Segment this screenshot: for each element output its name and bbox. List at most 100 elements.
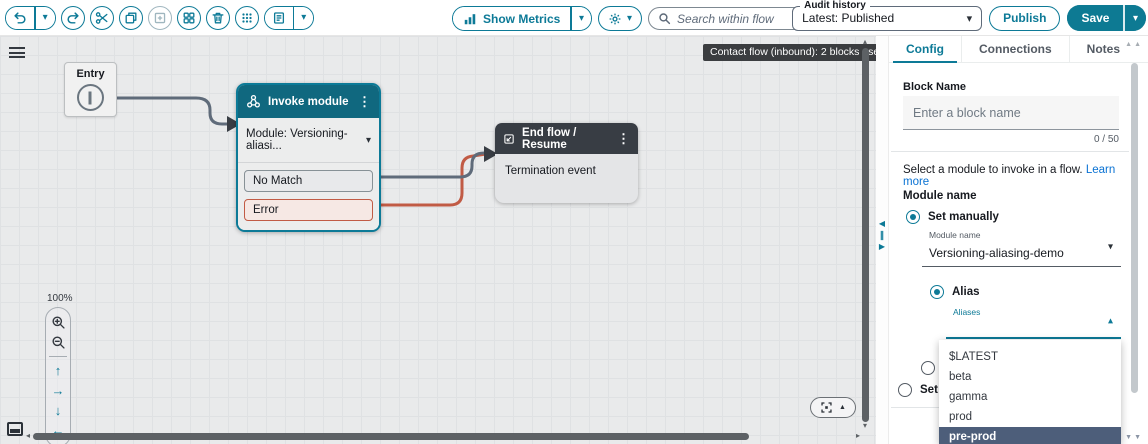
scroll-up-icon[interactable]: ▴ (862, 37, 867, 46)
module-name-select[interactable]: Module name Versioning-aliasing-demo ▾ (922, 226, 1121, 267)
save-dropdown-button[interactable]: ▾ (1124, 5, 1146, 31)
alias-option-beta[interactable]: beta (949, 371, 972, 383)
publish-button[interactable]: Publish (989, 5, 1061, 31)
invoke-module-block[interactable]: Invoke module ⋮ Module: Versioning-alias… (236, 83, 381, 232)
alias-option-gamma[interactable]: gamma (949, 391, 988, 403)
audit-history-select[interactable]: Audit history Latest: Published ▾ (792, 0, 983, 31)
caret-down-icon: ▾ (966, 12, 973, 25)
paste-button[interactable] (147, 6, 172, 30)
drag-handle-button[interactable] (234, 6, 259, 30)
undo-dropdown-button[interactable]: ▾ (35, 7, 55, 29)
alias-option-pre-prod[interactable]: pre-prod (939, 427, 1121, 444)
module-select-label: Module name (929, 230, 981, 240)
description-text: Select a module to invoke in a flow. (903, 164, 1083, 176)
horizontal-scrollbar[interactable]: ◂ ▸ (26, 431, 860, 441)
collapse-right-icon[interactable]: ▶ (878, 242, 886, 251)
undo-button[interactable] (6, 7, 34, 29)
zoom-out-button[interactable] (48, 333, 68, 352)
cut-button[interactable] (89, 6, 114, 30)
invoke-module-title: Invoke module (268, 95, 349, 108)
canvas-nav-toolbar: ↑ → ↓ ← (45, 307, 71, 444)
panel-scrollbar-thumb[interactable] (1131, 63, 1138, 393)
collapse-left-icon[interactable]: ◀ (878, 219, 886, 228)
zoom-level-label: 100% (47, 293, 73, 304)
delete-button[interactable] (205, 6, 230, 30)
horizontal-scrollbar-thumb[interactable] (33, 432, 750, 440)
kebab-menu-icon[interactable]: ⋮ (358, 93, 371, 109)
radio-checked-icon[interactable] (906, 210, 920, 224)
save-button[interactable]: Save (1067, 5, 1124, 31)
copy-button[interactable] (118, 6, 143, 30)
radio-checked-icon[interactable] (930, 285, 944, 299)
minimap-toggle-button[interactable]: ▲ (810, 397, 856, 418)
kebab-menu-icon[interactable]: ⋮ (617, 130, 630, 146)
caret-down-icon: ▾ (1107, 241, 1113, 253)
flow-canvas[interactable]: Entry Invoke module ⋮ Module: Versioning… (0, 36, 893, 444)
module-description: Select a module to invoke in a flow. Lea… (903, 164, 1133, 188)
panel-scroll-up-icon[interactable]: ▲▲ (1125, 41, 1143, 48)
scroll-down-icon[interactable]: ▾ (862, 421, 867, 430)
notes-button[interactable] (264, 7, 293, 29)
canvas-menu-button[interactable] (9, 47, 25, 61)
paste-icon (154, 12, 165, 24)
notes-button-group: ▾ (263, 6, 315, 30)
tab-notes[interactable]: Notes (1068, 36, 1137, 62)
radio-alias[interactable]: Alias (930, 285, 980, 299)
vertical-scrollbar[interactable]: ▴ ▾ (859, 38, 871, 434)
zoom-out-icon (51, 336, 65, 349)
learn-more-link[interactable]: Learn more (903, 164, 1116, 188)
arrow-up-icon: ↑ (54, 363, 62, 378)
zoom-in-icon (51, 316, 65, 329)
divider (34, 7, 36, 29)
alias-option-prod[interactable]: prod (949, 411, 973, 423)
tab-connections[interactable]: Connections (961, 36, 1069, 62)
show-metrics-dropdown-button[interactable]: ▾ (571, 7, 591, 30)
end-flow-title: End flow / Resume (522, 126, 577, 151)
radio-set-dynamically[interactable]: Set (898, 383, 938, 397)
copy-icon (125, 12, 137, 24)
module-name-heading: Module name (903, 190, 977, 202)
radio-set-manually[interactable]: Set manually (906, 210, 999, 224)
caret-down-icon: ▾ (301, 12, 307, 23)
pan-up-button[interactable]: ↑ (48, 361, 68, 380)
pan-right-button[interactable]: → (48, 381, 68, 400)
vertical-scrollbar-thumb[interactable] (861, 48, 869, 422)
aliases-select[interactable]: Aliases ▴ (946, 303, 1121, 339)
end-flow-header[interactable]: End flow / Resume ⋮ (495, 123, 638, 154)
alias-option-latest[interactable]: $LATEST (949, 351, 998, 363)
show-metrics-group: Show Metrics ▾ (452, 6, 592, 31)
arrow-right-icon: → (51, 383, 65, 398)
redo-button[interactable] (60, 6, 85, 30)
notes-dropdown-button[interactable]: ▾ (294, 7, 314, 29)
block-name-input[interactable] (903, 96, 1119, 130)
port-error[interactable]: Error (244, 199, 373, 221)
show-metrics-button[interactable]: Show Metrics (453, 7, 571, 30)
scroll-right-icon[interactable]: ▸ (855, 431, 860, 440)
top-toolbar: ▾ (0, 0, 1148, 36)
scroll-left-icon[interactable]: ◂ (26, 431, 31, 440)
resize-handle-icon[interactable]: ∥ (879, 230, 885, 240)
divider (49, 356, 67, 357)
invoke-module-header[interactable]: Invoke module ⋮ (238, 85, 379, 118)
port-no-match[interactable]: No Match (244, 170, 373, 192)
scissors-icon (95, 12, 108, 24)
end-flow-block[interactable]: End flow / Resume ⋮ Termination event (495, 123, 638, 203)
snippets-button[interactable] (176, 6, 201, 30)
radio-version[interactable] (921, 361, 935, 375)
panel-scroll-down-icon[interactable]: ▼▼ (1125, 434, 1143, 441)
flow-settings-button[interactable]: ▾ (597, 6, 643, 31)
output-ports: No Match Error (238, 163, 379, 230)
entry-block[interactable]: Entry (64, 62, 117, 117)
alias-label: Alias (952, 286, 980, 298)
divider (891, 407, 939, 408)
module-dropdown-row[interactable]: Module: Versioning-aliasi... ▾ (238, 118, 379, 163)
blocks-grid-icon (183, 12, 195, 24)
pan-down-button[interactable]: ↓ (48, 401, 68, 420)
bottom-panel-toggle-button[interactable] (7, 422, 23, 436)
undo-button-group: ▾ (5, 6, 56, 30)
zoom-in-button[interactable] (48, 313, 68, 332)
entry-point-icon (76, 84, 104, 111)
radio-unchecked-icon[interactable] (898, 383, 912, 397)
tab-config[interactable]: Config (889, 36, 961, 63)
panel-tabs: Config Connections Notes (889, 36, 1148, 63)
